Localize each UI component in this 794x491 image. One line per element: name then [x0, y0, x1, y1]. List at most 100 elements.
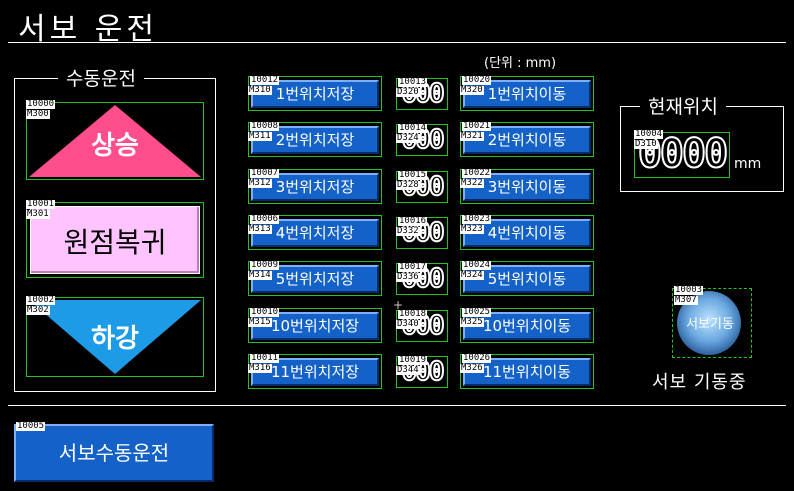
- position-value-tag: 10019: [398, 355, 428, 365]
- move-position-address: M324: [460, 270, 484, 280]
- save-position-label: 2번위치저장: [275, 131, 355, 149]
- page-title: 서보 운전: [18, 12, 158, 47]
- position-value-tag: 10013: [398, 77, 428, 87]
- position-value-address: D340: [396, 319, 420, 329]
- cursor-cross: +: [393, 298, 404, 312]
- move-position-address: M320: [460, 85, 484, 95]
- position-value-tag: 10015: [398, 170, 428, 180]
- move-position-address: M326: [460, 363, 484, 373]
- move-position-button[interactable]: 11번위치이동: [463, 358, 591, 386]
- move-position-label: 2번위치이동: [487, 131, 567, 149]
- move-position-frame: 1번위치이동: [460, 76, 594, 111]
- save-position-label: 3번위치저장: [275, 178, 355, 196]
- servo-manual-mode-button[interactable]: 서보수동운전: [14, 424, 214, 482]
- lower-label: 하강: [91, 324, 139, 354]
- move-position-label: 3번위치이동: [487, 178, 567, 196]
- home-return-label: 원점복귀: [63, 226, 167, 259]
- move-position-address: M322: [460, 178, 484, 188]
- save-position-tag: 10007: [250, 168, 280, 178]
- unit-hint: (단위 : mm): [484, 56, 557, 71]
- move-position-label: 11번위치이동: [482, 363, 572, 381]
- servo-lamp-address: M307: [674, 295, 698, 305]
- save-position-tag: 10006: [250, 214, 280, 224]
- home-return-address: M301: [26, 209, 50, 219]
- save-position-button[interactable]: 1번위치저장: [251, 80, 379, 108]
- move-position-label: 5번위치이동: [487, 270, 567, 288]
- move-position-address: M325: [460, 317, 484, 327]
- save-position-frame: 1번위치저장: [248, 76, 382, 111]
- lamp-text: 서보기동: [686, 317, 734, 332]
- lower-button[interactable]: 하강: [26, 297, 204, 377]
- current-position-tag: 10004: [634, 129, 664, 139]
- raise-arrow-shape: [29, 105, 201, 177]
- save-position-frame: 11번위치저장: [248, 354, 382, 389]
- save-position-address: M312: [248, 178, 272, 188]
- save-position-button[interactable]: 11번위치저장: [251, 358, 379, 386]
- raise-address: M300: [26, 109, 50, 119]
- raise-tag: 10000: [26, 99, 56, 109]
- save-position-label: 11번위치저장: [270, 363, 360, 381]
- header-divider: [8, 42, 786, 43]
- move-position-tag: 10021: [462, 121, 492, 131]
- servo-manual-mode-label: 서보수동운전: [58, 441, 170, 465]
- move-position-tag: 10020: [462, 75, 492, 85]
- position-value-tag: 10017: [398, 262, 428, 272]
- move-position-button[interactable]: 1번위치이동: [463, 80, 591, 108]
- move-position-tag: 10022: [462, 168, 492, 178]
- move-position-label: 4번위치이동: [487, 224, 567, 242]
- save-position-tag: 10008: [250, 121, 280, 131]
- home-return-button[interactable]: 원점복귀: [26, 202, 204, 278]
- position-value-address: D320: [396, 87, 420, 97]
- save-position-address: M313: [248, 224, 272, 234]
- raise-button[interactable]: 상승: [26, 102, 204, 180]
- move-position-button[interactable]: 2번위치이동: [463, 126, 591, 154]
- manual-operation-title: 수동운전: [58, 64, 144, 91]
- home-return-tag: 10001: [26, 199, 56, 209]
- save-position-address: M315: [248, 317, 272, 327]
- move-position-tag: 10026: [462, 353, 492, 363]
- lower-arrow-shape: [29, 300, 201, 374]
- current-position-address: D310: [634, 139, 658, 149]
- save-position-address: M314: [248, 270, 272, 280]
- servo-lamp-tag: 10003: [674, 285, 704, 295]
- save-position-tag: 10012: [250, 75, 280, 85]
- save-position-address: M310: [248, 85, 272, 95]
- current-position-unit: mm: [734, 156, 762, 172]
- save-position-tag: 10010: [250, 307, 280, 317]
- current-position-title: 현재위치: [640, 92, 726, 119]
- move-position-address: M321: [460, 131, 484, 141]
- position-value-address: D324: [396, 133, 420, 143]
- position-value-tag: 10014: [398, 123, 428, 133]
- move-position-tag: 10023: [462, 214, 492, 224]
- servo-running-lamp[interactable]: 서보기동: [672, 288, 752, 358]
- footer-divider: [8, 405, 786, 406]
- lower-address: M302: [26, 305, 50, 315]
- save-position-tag: 10009: [250, 260, 280, 270]
- move-position-label: 10번위치이동: [482, 317, 572, 335]
- raise-label: 상승: [91, 131, 139, 161]
- position-value-tag: 10016: [398, 216, 428, 226]
- move-position-address: M323: [460, 224, 484, 234]
- move-position-tag: 10024: [462, 260, 492, 270]
- save-position-address: M316: [248, 363, 272, 373]
- servo-running-caption: 서보 기동중: [652, 372, 747, 393]
- position-value-tag: 10018: [398, 309, 428, 319]
- move-position-tag: 10025: [462, 307, 492, 317]
- save-position-label: 1번위치저장: [275, 85, 355, 103]
- lower-tag: 10002: [26, 295, 56, 305]
- save-position-label: 4번위치저장: [275, 224, 355, 242]
- position-value-address: D336: [396, 272, 420, 282]
- move-position-button[interactable]: 4번위치이동: [463, 219, 591, 247]
- move-position-frame: 2번위치이동: [460, 122, 594, 157]
- position-value-address: D344: [396, 365, 420, 375]
- move-position-frame: 11번위치이동: [460, 354, 594, 389]
- position-value-address: D328: [396, 180, 420, 190]
- move-position-frame: 4번위치이동: [460, 215, 594, 250]
- move-position-label: 1번위치이동: [487, 85, 567, 103]
- save-position-address: M311: [248, 131, 272, 141]
- save-position-label: 10번위치저장: [270, 317, 360, 335]
- servo-manual-mode-tag: 10005: [16, 421, 46, 431]
- save-position-label: 5번위치저장: [275, 270, 355, 288]
- save-position-tag: 10011: [250, 353, 280, 363]
- position-value-address: D332: [396, 226, 420, 236]
